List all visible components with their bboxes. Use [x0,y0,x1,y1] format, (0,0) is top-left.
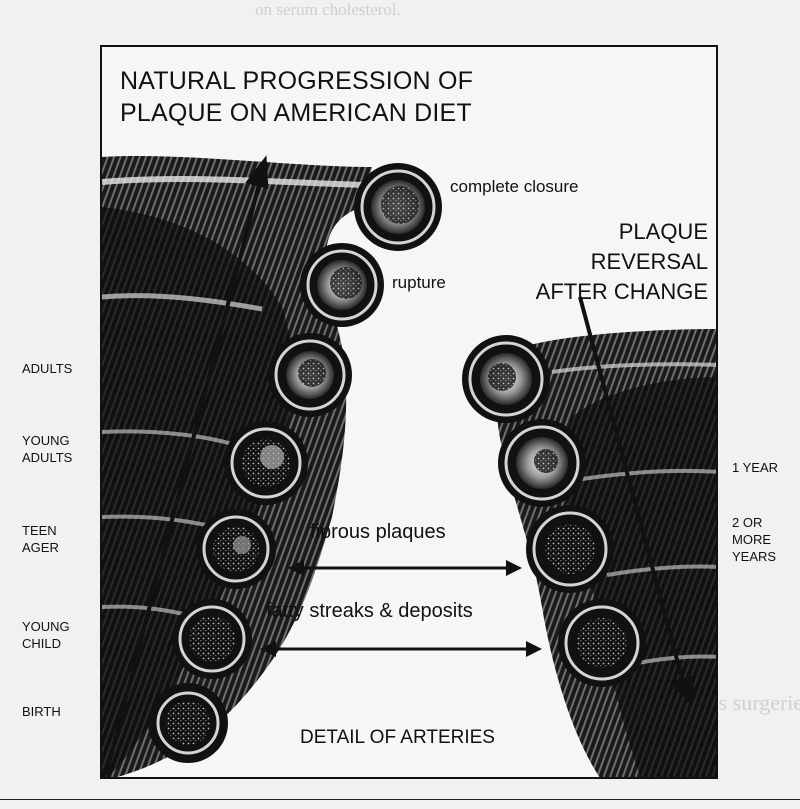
label-plaque-reversal: PLAQUE REVERSAL AFTER CHANGE [536,217,708,307]
bleed-through-text: on serum cholesterol. [255,0,401,20]
heading-line-1: NATURAL PROGRESSION OF [120,65,473,97]
artery-cross-section-icon [268,333,352,417]
heading-line-2: PLAQUE ON AMERICAN DIET [120,97,473,129]
artery-diagram [102,47,718,779]
age-label-young-adults: YOUNG ADULTS [22,432,72,466]
artery-cross-section-icon [354,163,442,251]
double-arrow-icon [260,641,542,657]
double-arrow-icon [288,560,522,576]
artery-cross-section-icon [150,685,226,761]
label-complete-closure: complete closure [450,177,579,197]
artery-cross-section-icon [526,505,614,593]
label-rupture: rupture [392,273,446,293]
artery-cross-section-icon [558,599,646,687]
label-detail-of-arteries: DETAIL OF ARTERIES [300,727,495,749]
diagram-frame: NATURAL PROGRESSION OF PLAQUE ON AMERICA… [100,45,718,779]
age-label-birth: BIRTH [22,703,61,720]
age-label-young-child: YOUNG CHILD [22,618,70,652]
artery-cross-section-icon [172,599,252,679]
artery-cross-section-icon [196,509,276,589]
year-label-2-or-more-years: 2 OR MORE YEARS [732,514,776,565]
artery-cross-section-icon [224,421,308,505]
age-label-adults: ADULTS [22,360,72,377]
artery-cross-section-icon [300,243,384,327]
age-label-teen-ager: TEEN AGER [22,522,59,556]
label-fatty-streaks: fatty streaks & deposits [266,600,473,623]
artery-cross-section-icon [462,335,550,423]
label-fibrous-plaques: fibrous plaques [310,521,446,544]
page-bottom-rule [0,799,800,800]
year-label-1-year: 1 YEAR [732,459,778,476]
artery-cross-section-icon [498,419,586,507]
diagram-heading: NATURAL PROGRESSION OF PLAQUE ON AMERICA… [120,65,473,129]
